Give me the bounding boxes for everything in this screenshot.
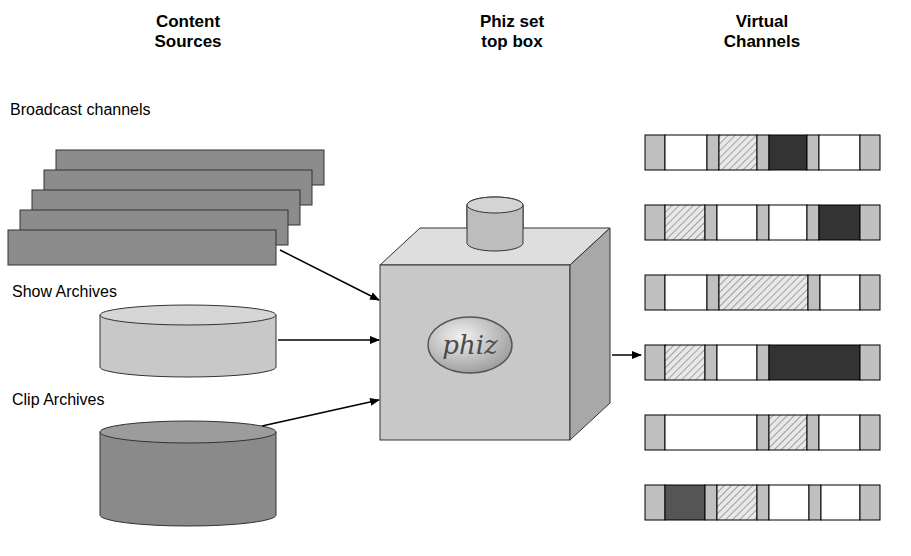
channel-bar [645, 205, 880, 240]
bar-segment [665, 275, 707, 310]
bar-gap [757, 485, 769, 520]
virtual-channels-node: Virtual Channels [640, 10, 885, 525]
column-heading: Virtual Channels [719, 12, 805, 53]
channel-plate [8, 230, 276, 265]
bar-segment [717, 485, 757, 520]
bar-segment [769, 205, 807, 240]
bar-segment [665, 205, 705, 240]
bar-segment [665, 135, 707, 170]
flow-arrow [612, 354, 641, 356]
box-front-face [380, 265, 570, 440]
bar-segment [769, 485, 809, 520]
logo-text: phiz [430, 327, 510, 363]
bar-gap [707, 275, 719, 310]
clip-archive-cylinder [100, 421, 276, 526]
bar-gap [808, 275, 820, 310]
bar-gap [707, 135, 719, 170]
source-label: Broadcast channels [10, 100, 151, 119]
bar-gap [645, 485, 665, 520]
channel-bar [645, 275, 880, 310]
bar-segment [819, 415, 860, 450]
bar-gap [705, 485, 717, 520]
bar-segment [769, 135, 807, 170]
bar-gap [705, 205, 717, 240]
bar-gap [860, 485, 880, 520]
bar-segment [719, 135, 757, 170]
set-top-box [380, 197, 610, 440]
bar-gap [860, 135, 880, 170]
source-label: Clip Archives [12, 390, 104, 409]
bar-gap [705, 345, 717, 380]
bar-segment [769, 415, 807, 450]
column-heading: Phiz set top box [469, 12, 555, 53]
channel-bar [645, 485, 880, 520]
virtual-channel-bars [645, 135, 880, 520]
bar-segment [717, 205, 757, 240]
bar-segment [769, 345, 860, 380]
bar-segment [719, 275, 808, 310]
flow-arrow [280, 250, 379, 300]
channel-bar [645, 135, 880, 170]
bar-gap [645, 415, 665, 450]
bar-gap [645, 345, 665, 380]
bar-gap [757, 135, 769, 170]
set-top-box-node: Phiz set top box phiz [380, 10, 612, 442]
bar-segment [821, 485, 860, 520]
bar-segment [819, 135, 860, 170]
bar-gap [809, 485, 821, 520]
channel-stack [8, 150, 324, 265]
bar-gap [757, 345, 769, 380]
bar-segment [665, 415, 757, 450]
bar-gap [645, 275, 665, 310]
cylinder-top [100, 305, 276, 325]
channel-bar [645, 415, 880, 450]
bar-gap [757, 205, 769, 240]
bar-gap [645, 135, 665, 170]
bar-gap [807, 205, 819, 240]
bar-gap [807, 415, 819, 450]
source-label: Show Archives [12, 282, 117, 301]
box-side-face [570, 228, 610, 440]
box-cylinder-top [467, 197, 523, 213]
bar-gap [860, 275, 880, 310]
channel-bar [645, 345, 880, 380]
bar-gap [645, 205, 665, 240]
broadcast-source: Broadcast channels [8, 98, 324, 266]
column-heading: Content Sources [145, 12, 231, 53]
bar-segment [819, 205, 860, 240]
cylinder-body [100, 432, 276, 526]
flow-arrow [262, 400, 379, 426]
show-archive-source: Show Archives [8, 280, 280, 377]
flow-arrow [278, 339, 379, 341]
cylinder-top [100, 421, 276, 443]
bar-segment [665, 345, 705, 380]
show-archive-cylinder [100, 305, 276, 377]
bar-segment [717, 345, 757, 380]
bar-segment [665, 485, 705, 520]
bar-gap [860, 205, 880, 240]
bar-gap [807, 135, 819, 170]
logo-badge [428, 317, 512, 373]
bar-gap [860, 345, 880, 380]
bar-gap [757, 415, 769, 450]
clip-archive-source: Clip Archives [8, 388, 280, 528]
bar-segment [820, 275, 860, 310]
bar-gap [860, 415, 880, 450]
